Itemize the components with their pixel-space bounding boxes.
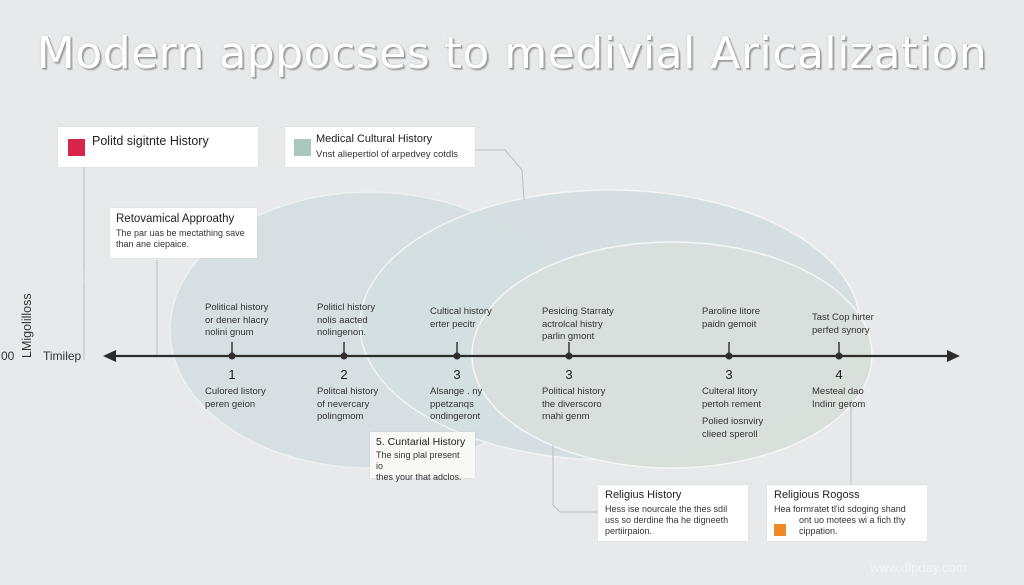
event-text-line: nolingenon. <box>317 327 367 338</box>
timeline-ticks <box>228 342 843 360</box>
callout-body-line: cippation. <box>799 526 838 536</box>
event-text-line: erter pecitr <box>430 318 476 330</box>
axis-vertical-label: LMigolilloss <box>20 293 34 358</box>
event-marker[interactable] <box>565 352 573 360</box>
event-text-line: peren geion <box>205 398 256 410</box>
event-text-line: ondingeront <box>430 411 481 422</box>
event-number: 2 <box>340 367 348 382</box>
legend-item-medical-cultural[interactable]: Medical Cultural History Vnst aliepertio… <box>285 127 475 167</box>
event-text-line: Alsange . ny <box>430 386 483 397</box>
connector-religious <box>552 445 600 513</box>
event-text-line: nolis aacted <box>317 314 368 326</box>
timeline-arrow-right <box>947 350 960 362</box>
event-text-line: actrolcal histry <box>542 318 603 330</box>
event-text-line: rnahi genm <box>542 411 590 422</box>
event-text-line: Indinr gerom <box>812 398 866 410</box>
axis-left-number: 00 <box>1 349 15 363</box>
event-text-line: or dener hlacry <box>205 314 269 326</box>
event-text-line: Politicl history <box>317 302 376 313</box>
event-text-line: clieed speroll <box>702 428 758 440</box>
legend-swatch-political <box>68 139 85 156</box>
legend-label: Politd sigitnte History <box>92 134 209 148</box>
timeline-arrow-left <box>103 350 116 362</box>
event-text-line: parlin gmont <box>542 331 595 342</box>
callout-title: 5. Cuntarial History <box>376 436 466 448</box>
orange-swatch-icon <box>774 524 786 536</box>
legend-sublabel: Vnst aliepertiol of arpedvey cotdls <box>316 149 459 160</box>
callout-title: Religious Rogoss <box>774 489 860 501</box>
callout-body-line: The par uas be mectathing save <box>116 228 245 238</box>
event-marker[interactable] <box>725 352 733 360</box>
event-marker[interactable] <box>453 352 461 360</box>
callout-cultural-history: 5. Cuntarial History The sing plal prese… <box>370 432 475 482</box>
event-text-line: ppetzanqs <box>430 398 474 410</box>
callout-approach: Retovamical Approathy The par uas be mec… <box>110 208 257 258</box>
callout-body-line: thes your that adclos. <box>376 472 462 482</box>
legend-label: Medical Cultural History <box>316 133 433 145</box>
event-text-line: of nevercary <box>317 398 370 410</box>
event-text-line: Cultical history <box>430 306 492 317</box>
page-title: Modern appocses to medivial Aricalizatio… <box>36 28 988 79</box>
event-text-line: Culored listory <box>205 386 266 397</box>
event-text-line: Pesicing Starraty <box>542 306 614 317</box>
event-number: 1 <box>228 367 236 382</box>
callout-religious-history: Religius History Hess ise nourcale the t… <box>598 485 748 541</box>
event-text-line: polingmom <box>317 411 364 422</box>
event-text-line: Politcal history <box>317 386 379 397</box>
timeline-label: Timilep <box>43 349 82 363</box>
callout-body-line: uss so derdine fha he digneeth <box>605 515 729 525</box>
connector-legend-medical <box>475 149 525 201</box>
callout-body-line: than ane ciepaice. <box>116 239 190 249</box>
event-text-line: Tast Cop hirter <box>812 312 874 323</box>
event-text-line: Mesteal dao <box>812 386 864 397</box>
event-text-line: the diverscoro <box>542 398 602 410</box>
callout-body-line: ont uo motees wi a fich thy <box>799 515 906 525</box>
event-text-line: nolini gnum <box>205 327 254 338</box>
event-number: 3 <box>725 367 733 382</box>
legend-swatch-medical <box>294 139 311 156</box>
event-text-line: pertoh rement <box>702 398 762 410</box>
event-number: 4 <box>835 367 843 382</box>
watermark: www.dlpday.com <box>870 560 967 575</box>
event-marker[interactable] <box>835 352 843 360</box>
event-number: 3 <box>453 367 461 382</box>
event-text-line: Political history <box>542 386 606 397</box>
event-text-line: paidn gemoit <box>702 318 757 330</box>
event-text-line: Culteral litory <box>702 386 758 397</box>
event-marker[interactable] <box>340 352 348 360</box>
callout-body-line: Hea formratet tl'id sdoging shand <box>774 504 906 514</box>
callout-title: Retovamical Approathy <box>116 213 235 225</box>
legend-item-political[interactable]: Politd sigitnte History <box>58 127 258 167</box>
event-text-line: Political history <box>205 302 269 313</box>
callout-body-line: pertiirpaion. <box>605 526 653 536</box>
event-marker[interactable] <box>228 352 236 360</box>
event-number: 3 <box>565 367 573 382</box>
callout-title: Religius History <box>605 489 682 501</box>
event-text-line: perfed synory <box>812 324 870 336</box>
callout-body-line: The sing plal present io <box>376 450 460 471</box>
event-text-line: Polied iosnviry <box>702 416 764 427</box>
callout-body-line: Hess ise nourcale the thes sdil <box>605 504 728 514</box>
event-text-line: Paroline litore <box>702 306 761 317</box>
callout-religious-rogoss: Religious Rogoss Hea formratet tl'id sdo… <box>767 485 927 541</box>
